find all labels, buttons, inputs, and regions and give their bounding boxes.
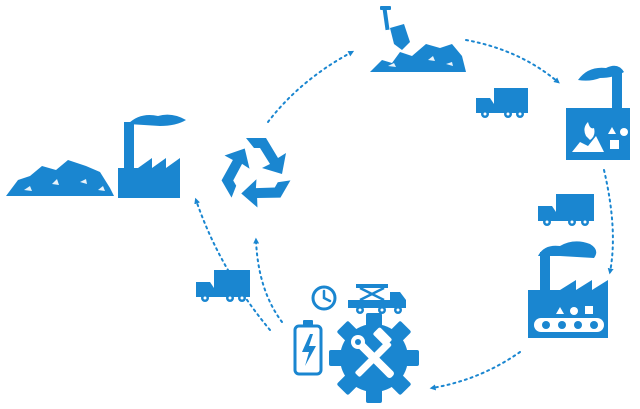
hammer-icon [355,340,392,377]
arrow-manufacturing-to-maintenance [429,351,521,391]
use-and-maintenance [293,284,419,403]
lift-truck-icon [348,284,406,314]
arrow-maintenance-to-landfill [194,197,271,331]
battery-icon [293,320,323,376]
truck-icon [476,88,528,118]
recycle-icon [221,138,291,208]
shovel-icon [380,6,410,50]
flame-icon [584,122,595,140]
smoke-cloud [538,241,597,258]
flow-arrows [194,39,614,391]
primary-factory [566,65,630,160]
chimney [540,252,550,292]
arrow-maintenance-to-recycle [253,237,283,323]
manufacturing-factory [528,241,608,338]
truck-icon [538,194,594,226]
waste-and-landfill [6,114,186,198]
smoke-cloud [128,114,186,126]
arrow-factory-to-manufacturing [603,169,614,275]
gear-tools-icon [329,313,419,403]
chimney [612,72,622,112]
waste-pile-icon [6,160,114,196]
chimney [124,122,134,170]
arrow-extraction-to-factory [465,39,560,84]
raw-material-extraction [370,6,466,72]
clock-icon [311,285,337,311]
factory-icon [118,158,180,198]
smoke-cloud [578,65,624,81]
truck-icon [196,270,250,302]
soil-pile-icon [370,44,466,72]
recycling [221,138,291,208]
arrow-recycle-to-extraction [267,50,355,123]
conveyor-belt-icon [534,318,604,332]
raw-materials-icon [572,136,604,152]
factory-icon [566,108,630,160]
